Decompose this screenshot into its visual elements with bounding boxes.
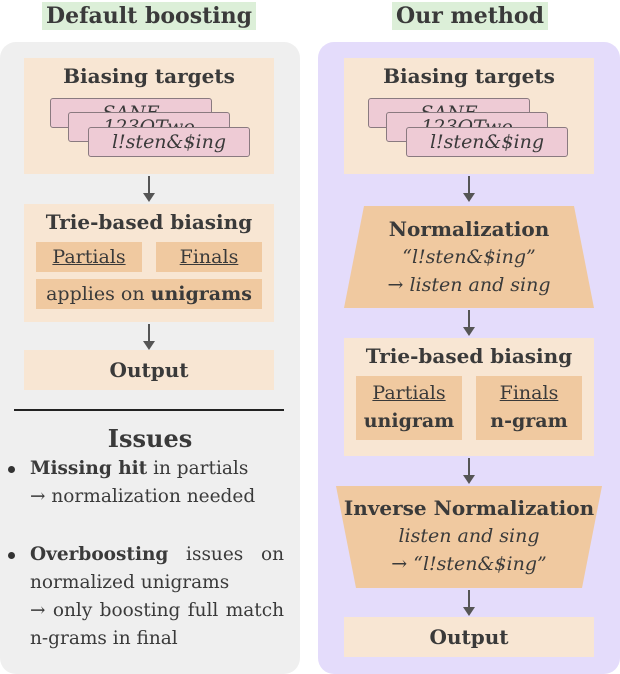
right-finals-label: Finals xyxy=(499,382,559,404)
right-arrow-2-line xyxy=(468,310,470,328)
left-arrow-1-line xyxy=(148,176,150,194)
right-output-label: Output xyxy=(429,625,509,649)
issue-bullet-2-dot xyxy=(8,552,15,559)
right-partials-label: Partials xyxy=(372,382,446,404)
right-partials-box: Partials unigram xyxy=(356,376,462,440)
issue-bullet-1-dot xyxy=(8,466,15,473)
inverse-line1: listen and sing xyxy=(398,525,540,547)
left-tag-3: l!sten&$ing xyxy=(88,127,250,157)
inverse-line2: → “l!sten&$ing” xyxy=(391,553,547,575)
right-partials-sub: unigram xyxy=(363,410,455,432)
right-arrow-3-head xyxy=(463,475,475,484)
left-applies-box: applies on unigrams xyxy=(36,279,262,309)
right-arrow-3-line xyxy=(468,458,470,476)
left-column-title: Default boosting xyxy=(42,2,256,30)
left-arrow-1-head xyxy=(143,193,155,202)
inverse-normalization-trapezoid xyxy=(336,486,602,588)
right-targets-title: Biasing targets xyxy=(383,64,555,88)
right-finals-box: Finals n-gram xyxy=(476,376,582,440)
issues-divider xyxy=(14,409,284,411)
left-partials-box: Partials xyxy=(36,242,142,272)
normalization-text: Normalization “l!sten&$ing” → listen and… xyxy=(344,215,594,299)
right-finals-sub: n-gram xyxy=(490,410,568,432)
left-applies-prefix: applies on xyxy=(46,283,151,305)
right-arrow-1-head xyxy=(463,193,475,202)
left-applies-bold: unigrams xyxy=(150,283,252,305)
left-trie-title: Trie-based biasing xyxy=(45,210,253,234)
issues-title: Issues xyxy=(107,424,193,453)
issue-bullet-1: Missing hit in partials → normalization … xyxy=(30,455,284,511)
left-finals-box: Finals xyxy=(156,242,262,272)
issue-1-bold: Missing hit xyxy=(30,458,148,479)
right-arrow-4-head xyxy=(463,607,475,616)
left-finals-label: Finals xyxy=(179,246,239,268)
left-partials-label: Partials xyxy=(52,246,126,268)
inverse-normalization-text: Inverse Normalization listen and sing → … xyxy=(336,494,602,578)
right-output-box: Output xyxy=(344,617,594,657)
issue-2-bold: Overboosting xyxy=(30,544,169,565)
left-arrow-2-line xyxy=(148,324,150,342)
issue-2-line2: → only boosting full match n-grams in fi… xyxy=(30,600,284,649)
left-targets-title: Biasing targets xyxy=(63,64,235,88)
left-output-label: Output xyxy=(109,358,189,382)
left-arrow-2-head xyxy=(143,341,155,350)
right-tag-3: l!sten&$ing xyxy=(406,127,568,157)
normalization-title: Normalization xyxy=(388,217,550,241)
normalization-trapezoid xyxy=(344,206,594,308)
left-output-box: Output xyxy=(24,350,274,390)
issue-2-rest: issues on normalized unigrams xyxy=(30,544,284,593)
right-arrow-4-line xyxy=(468,590,470,608)
normalization-line1: “l!sten&$ing” xyxy=(402,246,536,268)
issue-1-rest: in partials xyxy=(147,458,249,479)
right-column-title: Our method xyxy=(392,2,548,30)
issue-1-line2: → normalization needed xyxy=(30,486,256,507)
right-arrow-2-head xyxy=(463,327,475,336)
normalization-line2: → listen and sing xyxy=(387,274,551,296)
issue-bullet-2: Overboosting issues on normalized unigra… xyxy=(30,541,284,653)
inverse-normalization-title: Inverse Normalization xyxy=(343,496,595,520)
right-trie-title: Trie-based biasing xyxy=(365,344,573,368)
right-arrow-1-line xyxy=(468,176,470,194)
